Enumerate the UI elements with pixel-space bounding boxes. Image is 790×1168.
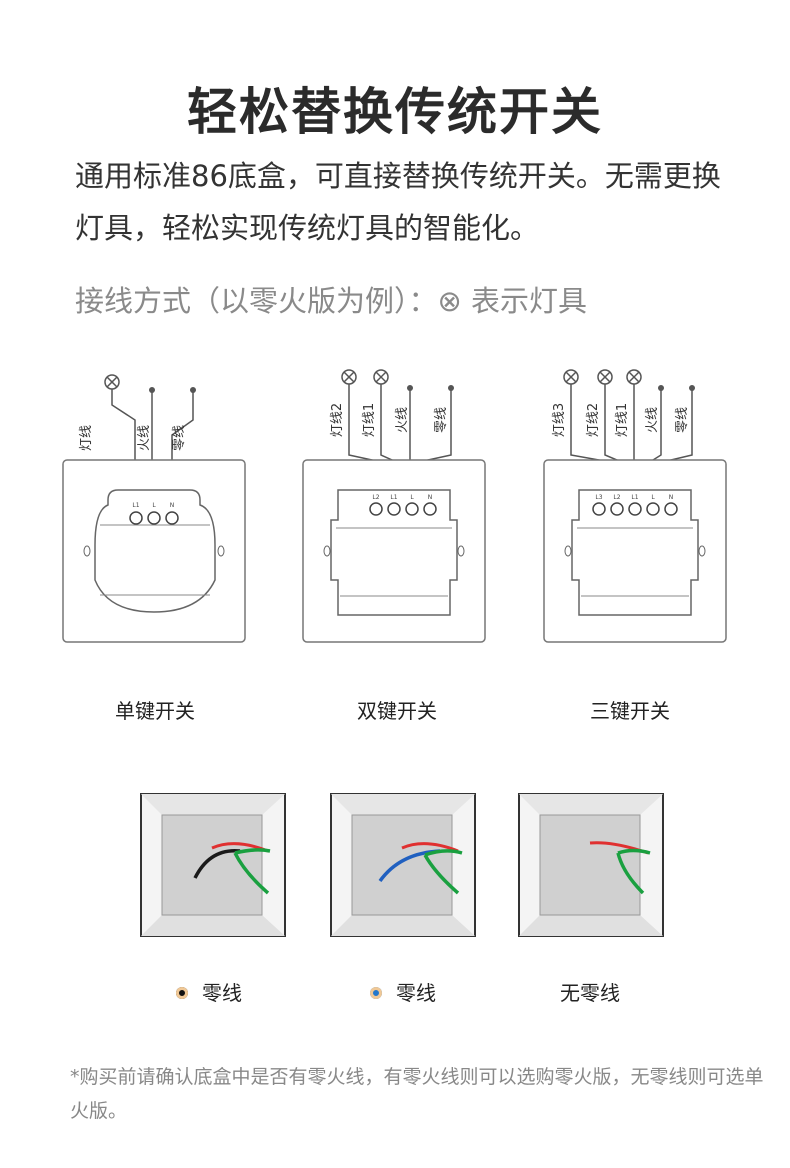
wire-label: 灯线3 (552, 403, 567, 437)
wire-label: 灯线 (79, 425, 94, 451)
blue-neutral-label: 零线 (370, 977, 436, 1006)
terminal-label: L (152, 502, 156, 509)
terminal-label: L1 (631, 494, 638, 501)
double-switch-caption: 双键开关 (357, 699, 437, 723)
double-switch-diagram: 灯线2 灯线1 火线 零线 L2 L1 L N (302, 369, 486, 643)
wire-label: 火线 (645, 407, 660, 433)
wire-label: 零线 (434, 407, 449, 433)
single-switch-caption: 单键开关 (115, 699, 195, 723)
terminal-label: L1 (390, 494, 397, 501)
single-switch-diagram: 灯线 火线 零线 L1 L N (62, 374, 246, 643)
wire-label: 零线 (675, 407, 690, 433)
terminal-label: L (651, 494, 655, 501)
wire-label: 灯线1 (362, 403, 377, 437)
terminal-label: L2 (372, 494, 379, 501)
switch-module (94, 489, 216, 613)
terminal-label: N (669, 494, 674, 501)
triple-switch-caption: 三键开关 (590, 699, 670, 723)
wire-label: 火线 (137, 425, 152, 451)
terminal-label: L2 (613, 494, 620, 501)
page-title: 轻松替换传统开关 (187, 83, 603, 141)
terminal-label: L1 (132, 502, 139, 509)
wire-label: 灯线2 (330, 403, 345, 437)
black-neutral-label: 零线 (176, 977, 242, 1006)
blue-dot-icon (370, 986, 382, 999)
terminal-label: N (428, 494, 433, 501)
terminal-label: L (410, 494, 414, 501)
terminal-label: L3 (595, 494, 602, 501)
no-neutral-label: 无零线 (560, 981, 620, 1005)
wire-label: 零线 (172, 425, 187, 451)
purchase-note: *购买前请确认底盒中是否有零火线，有零火线则可以选购零火版，无零线则可选单火版。 (70, 1066, 764, 1122)
wall-box-blue-neutral (330, 793, 476, 937)
wall-box-black-neutral (140, 793, 286, 937)
wall-box-no-neutral (518, 793, 664, 937)
intro-text: 通用标准86底盒，可直接替换传统开关。无需更换灯具，轻松实现传统灯具的智能化。 (75, 159, 721, 245)
wire-label: 灯线1 (615, 403, 630, 437)
black-dot-icon (176, 986, 188, 999)
triple-switch-diagram: 灯线3 灯线2 灯线1 火线 零线 L3 L2 L1 L N (543, 369, 727, 643)
terminal-label: N (170, 502, 175, 509)
wiring-method-text: 接线方式（以零火版为例）：⊗ 表示灯具 (75, 284, 588, 318)
wire-label: 火线 (395, 407, 410, 433)
wire-label: 灯线2 (586, 403, 601, 437)
